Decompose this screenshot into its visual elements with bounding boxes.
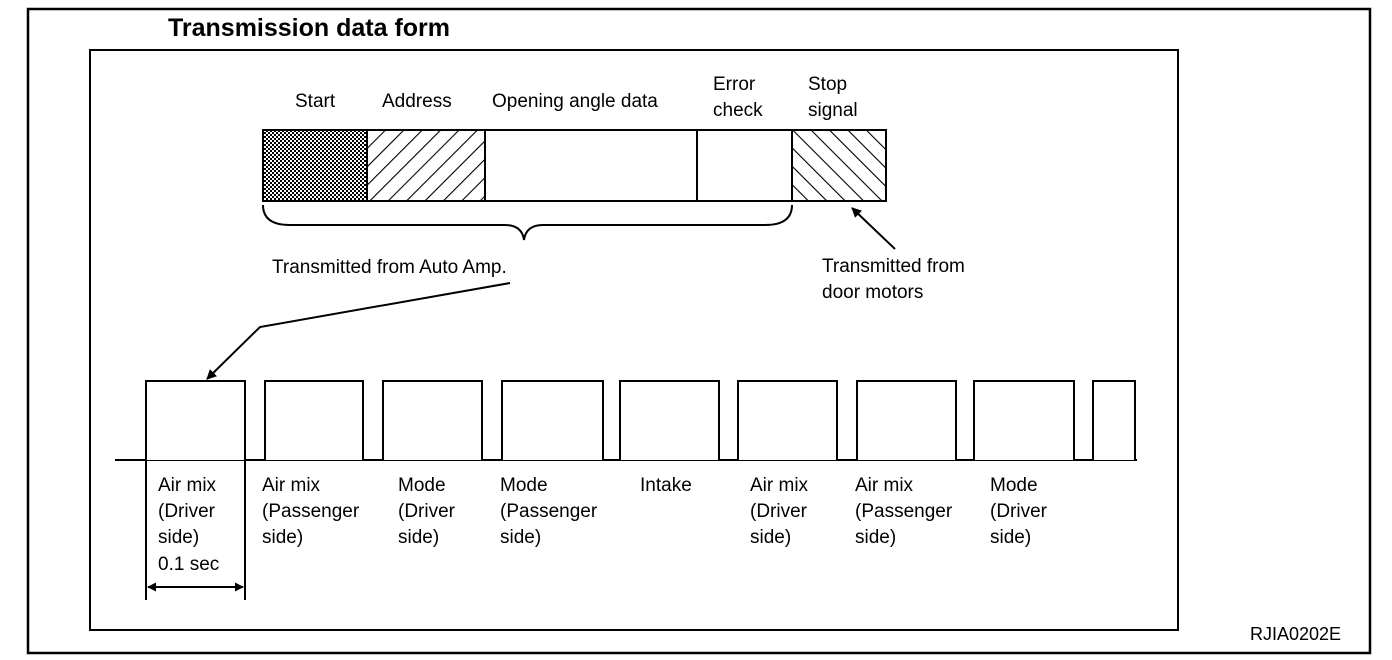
transmitted-from-auto-amp-label: Transmitted from Auto Amp. xyxy=(272,257,507,278)
pulse-label-2-2: side) xyxy=(398,527,439,548)
pulse-label-6-1: (Passenger xyxy=(855,501,953,522)
door-motors-label-line-1: Transmitted from xyxy=(822,256,965,277)
auto-amp-arrow xyxy=(206,282,511,380)
frame-field-1 xyxy=(366,129,486,202)
auto-amp-brace xyxy=(262,204,793,241)
pulse-train: Air mix (Driver side) Air mix (Passenger side… xyxy=(145,380,1136,548)
pulse-6 xyxy=(856,380,957,460)
frame-field-label-2-0: Opening angle data xyxy=(492,91,658,112)
pulse-label-0-0: Air mix xyxy=(158,475,217,496)
pulse-label-5-1: (Driver xyxy=(750,501,808,522)
pulse-label-4-0: Intake xyxy=(640,475,692,496)
pulse-label-3-1: (Passenger xyxy=(500,501,598,522)
pulse-label-6-0: Air mix xyxy=(855,475,914,496)
frame-field-2 xyxy=(484,129,698,202)
pulse-4 xyxy=(619,380,720,460)
inner-frame xyxy=(89,49,1179,631)
pulse-label-1-2: side) xyxy=(262,527,303,548)
pulse-label-5-2: side) xyxy=(750,527,791,548)
pulse-label-2-1: (Driver xyxy=(398,501,456,522)
door-motors-arrow xyxy=(851,207,896,250)
pulse-3 xyxy=(501,380,604,460)
pulse-label-0-2: side) xyxy=(158,527,199,548)
pulse-label-0-1: (Driver xyxy=(158,501,216,522)
pulse-label-7-0: Mode xyxy=(990,475,1038,496)
frame-field-label-4-1: signal xyxy=(808,100,858,121)
frame-field-label-1-0: Address xyxy=(382,91,452,112)
transmitted-from-door-motors-label: Transmitted from door motors xyxy=(822,256,970,303)
frame-field-3 xyxy=(696,129,793,202)
pulse-label-3-0: Mode xyxy=(500,475,548,496)
pulse-label-1-1: (Passenger xyxy=(262,501,360,522)
figure-code: RJIA0202E xyxy=(1250,624,1341,644)
pulse-label-6-2: side) xyxy=(855,527,896,548)
data-frame-bar: Start Address Opening angle data Error check… xyxy=(262,74,887,202)
frame-field-label-4-0: Stop xyxy=(808,74,847,95)
pulse-0 xyxy=(145,380,246,460)
frame-field-label-3-0: Error xyxy=(713,74,756,95)
pulse-label-5-0: Air mix xyxy=(750,475,809,496)
pulse-label-3-2: side) xyxy=(500,527,541,548)
pulse-1 xyxy=(264,380,364,460)
pulse-8 xyxy=(1092,380,1136,460)
pulse-label-7-1: (Driver xyxy=(990,501,1048,522)
pulse-2 xyxy=(382,380,483,460)
door-motors-label-line-2: door motors xyxy=(822,282,923,303)
pulse-duration-label: 0.1 sec xyxy=(158,554,219,575)
frame-field-label-3-1: check xyxy=(713,100,763,121)
pulse-5 xyxy=(737,380,838,460)
pulse-label-2-0: Mode xyxy=(398,475,446,496)
frame-field-0 xyxy=(262,129,368,202)
frame-field-4 xyxy=(791,129,887,202)
pulse-label-1-0: Air mix xyxy=(262,475,321,496)
frame-field-label-0-0: Start xyxy=(295,91,336,112)
pulse-7 xyxy=(973,380,1075,460)
pulse-label-7-2: side) xyxy=(990,527,1031,548)
diagram-title: Transmission data form xyxy=(168,14,450,42)
outer-border xyxy=(26,7,1372,655)
